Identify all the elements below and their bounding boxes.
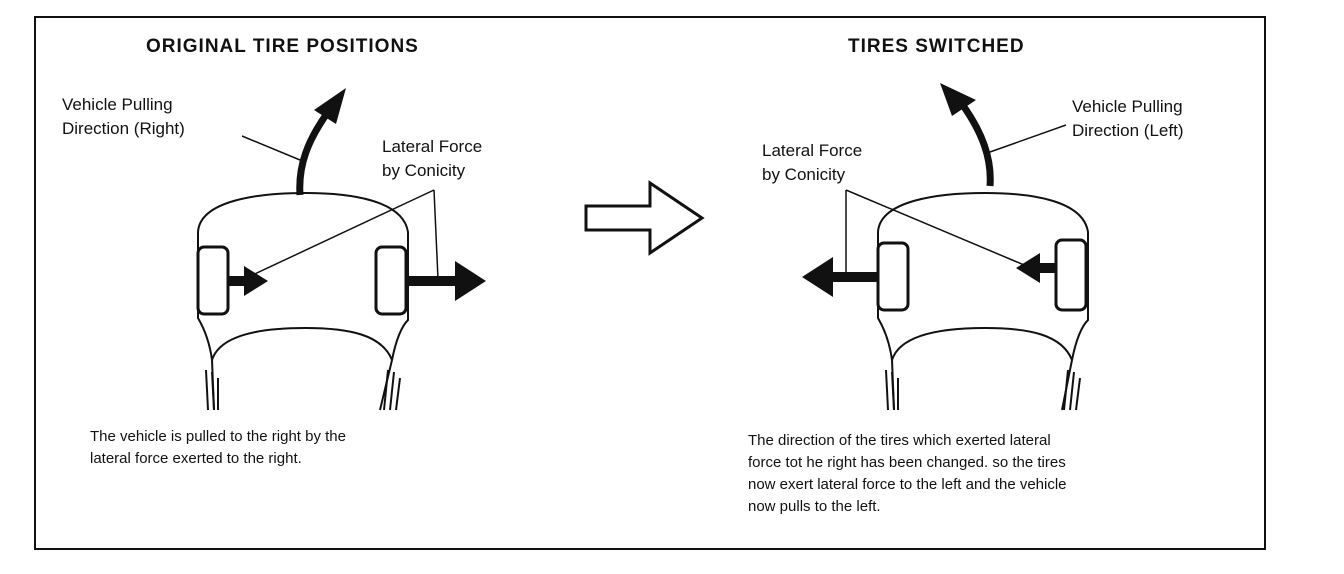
diagram-frame (34, 16, 1266, 550)
right-force-label: Lateral Force by Conicity (762, 139, 862, 187)
left-caption: The vehicle is pulled to the right by th… (90, 426, 346, 470)
left-caption-line1: The vehicle is pulled to the right by th… (90, 428, 346, 445)
right-pull-label-line1: Vehicle Pulling (1072, 97, 1183, 116)
right-force-leader-inner (845, 189, 1037, 271)
left-pull-label-line2: Direction (Right) (62, 119, 185, 138)
right-pull-direction-arrowhead (940, 83, 976, 116)
left-front-right-tire (374, 245, 408, 316)
right-force-arrow-outer (802, 257, 878, 297)
switch-arrow-icon (584, 180, 705, 256)
right-pull-direction-arrow (959, 101, 994, 187)
left-pull-leader (241, 135, 301, 161)
left-pull-label: Vehicle Pulling Direction (Right) (62, 93, 185, 141)
right-caption-line3: now exert lateral force to the left and … (748, 476, 1067, 493)
right-front-right-tire (1054, 238, 1088, 312)
right-car-windshield (891, 326, 1073, 361)
left-panel-title: ORIGINAL TIRE POSITIONS (146, 36, 419, 57)
left-pull-direction-arrow (296, 109, 331, 196)
left-force-label-line2: by Conicity (382, 161, 466, 180)
left-caption-line2: lateral force exerted to the right. (90, 450, 302, 467)
left-front-left-tire (196, 245, 230, 316)
left-vehicle (197, 191, 409, 411)
left-force-arrow-outer (406, 261, 486, 301)
right-pull-label: Vehicle Pulling Direction (Left) (1072, 95, 1183, 143)
right-force-label-line1: Lateral Force (762, 141, 863, 160)
left-force-leader-outer (433, 189, 439, 280)
right-caption-line4: now pulls to the left. (748, 498, 881, 515)
left-pull-label-line1: Vehicle Pulling (62, 95, 173, 114)
right-pull-leader (989, 124, 1067, 153)
right-caption: The direction of the tires which exerted… (748, 430, 1067, 518)
left-force-leader-inner (243, 189, 435, 280)
left-pull-direction-arrowhead (314, 88, 346, 124)
right-force-label-line2: by Conicity (762, 165, 846, 184)
right-car-hood-outline (877, 191, 1089, 411)
left-car-hood-outline (197, 191, 409, 411)
left-force-label-line1: Lateral Force (382, 137, 483, 156)
right-front-left-tire (876, 241, 910, 312)
left-car-windshield (211, 326, 393, 361)
left-force-arrow-inner (228, 266, 268, 296)
right-caption-line1: The direction of the tires which exerted… (748, 432, 1051, 449)
right-panel-title: TIRES SWITCHED (848, 36, 1025, 57)
right-caption-line2: force tot he right has been changed. so … (748, 454, 1066, 471)
right-force-arrow-inner (1016, 253, 1056, 283)
right-vehicle (877, 191, 1089, 411)
left-force-label: Lateral Force by Conicity (382, 135, 482, 183)
right-pull-label-line2: Direction (Left) (1072, 121, 1184, 140)
